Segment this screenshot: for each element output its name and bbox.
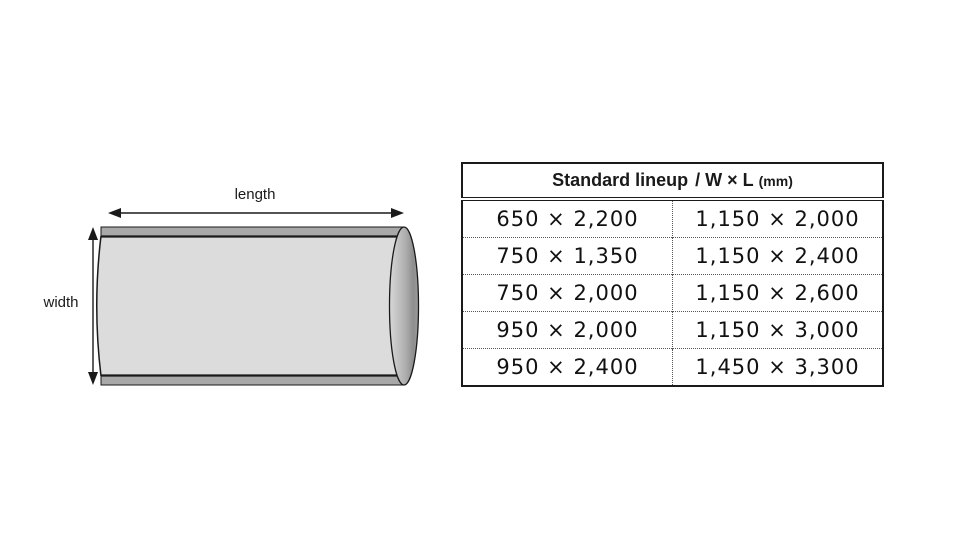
size-cell: 950 × 2,400 xyxy=(462,348,673,386)
roll-bottom-band xyxy=(100,375,405,386)
table-title-main: Standard lineup xyxy=(552,170,689,190)
table-row: 650 × 2,200 1,150 × 2,000 xyxy=(462,199,883,238)
size-cell: 750 × 2,000 xyxy=(462,274,673,312)
length-label: length xyxy=(234,186,276,203)
size-cell: 1,150 × 3,000 xyxy=(672,311,883,349)
table-row: 950 × 2,000 1,150 × 3,000 xyxy=(462,311,883,349)
size-cell: 650 × 2,200 xyxy=(496,207,639,231)
size-cell: 1,450 × 3,300 xyxy=(672,348,883,386)
roll-body xyxy=(96,236,404,376)
table-row: 750 × 1,350 1,150 × 2,400 xyxy=(462,237,883,275)
table-title-dims: / W × L xyxy=(695,170,754,190)
size-cell: 1,150 × 2,000 xyxy=(672,199,883,238)
table-title-unit: (mm) xyxy=(758,173,793,189)
standard-lineup-table: Standard lineup / W × L(mm) 650 × 2,200 1… xyxy=(461,162,884,387)
roll-diagram xyxy=(88,208,420,386)
roll-top-band xyxy=(100,226,405,237)
size-cell: 950 × 2,000 xyxy=(462,311,673,349)
table-row: 750 × 2,000 1,150 × 2,600 xyxy=(462,274,883,312)
length-arrow xyxy=(108,208,404,218)
table-title: Standard lineup / W × L(mm) xyxy=(462,163,883,201)
width-label: width xyxy=(43,294,79,311)
width-arrow xyxy=(88,227,98,385)
size-cell: 1,150 × 2,600 xyxy=(672,274,883,312)
table-row: 950 × 2,400 1,450 × 3,300 xyxy=(462,348,883,386)
roll-left-edge xyxy=(96,235,102,377)
size-cell: 750 × 1,350 xyxy=(462,237,673,275)
roll-end-cap xyxy=(388,226,420,386)
table-header-row: Standard lineup / W × L(mm) xyxy=(462,163,883,201)
size-cell: 1,150 × 2,400 xyxy=(672,237,883,275)
